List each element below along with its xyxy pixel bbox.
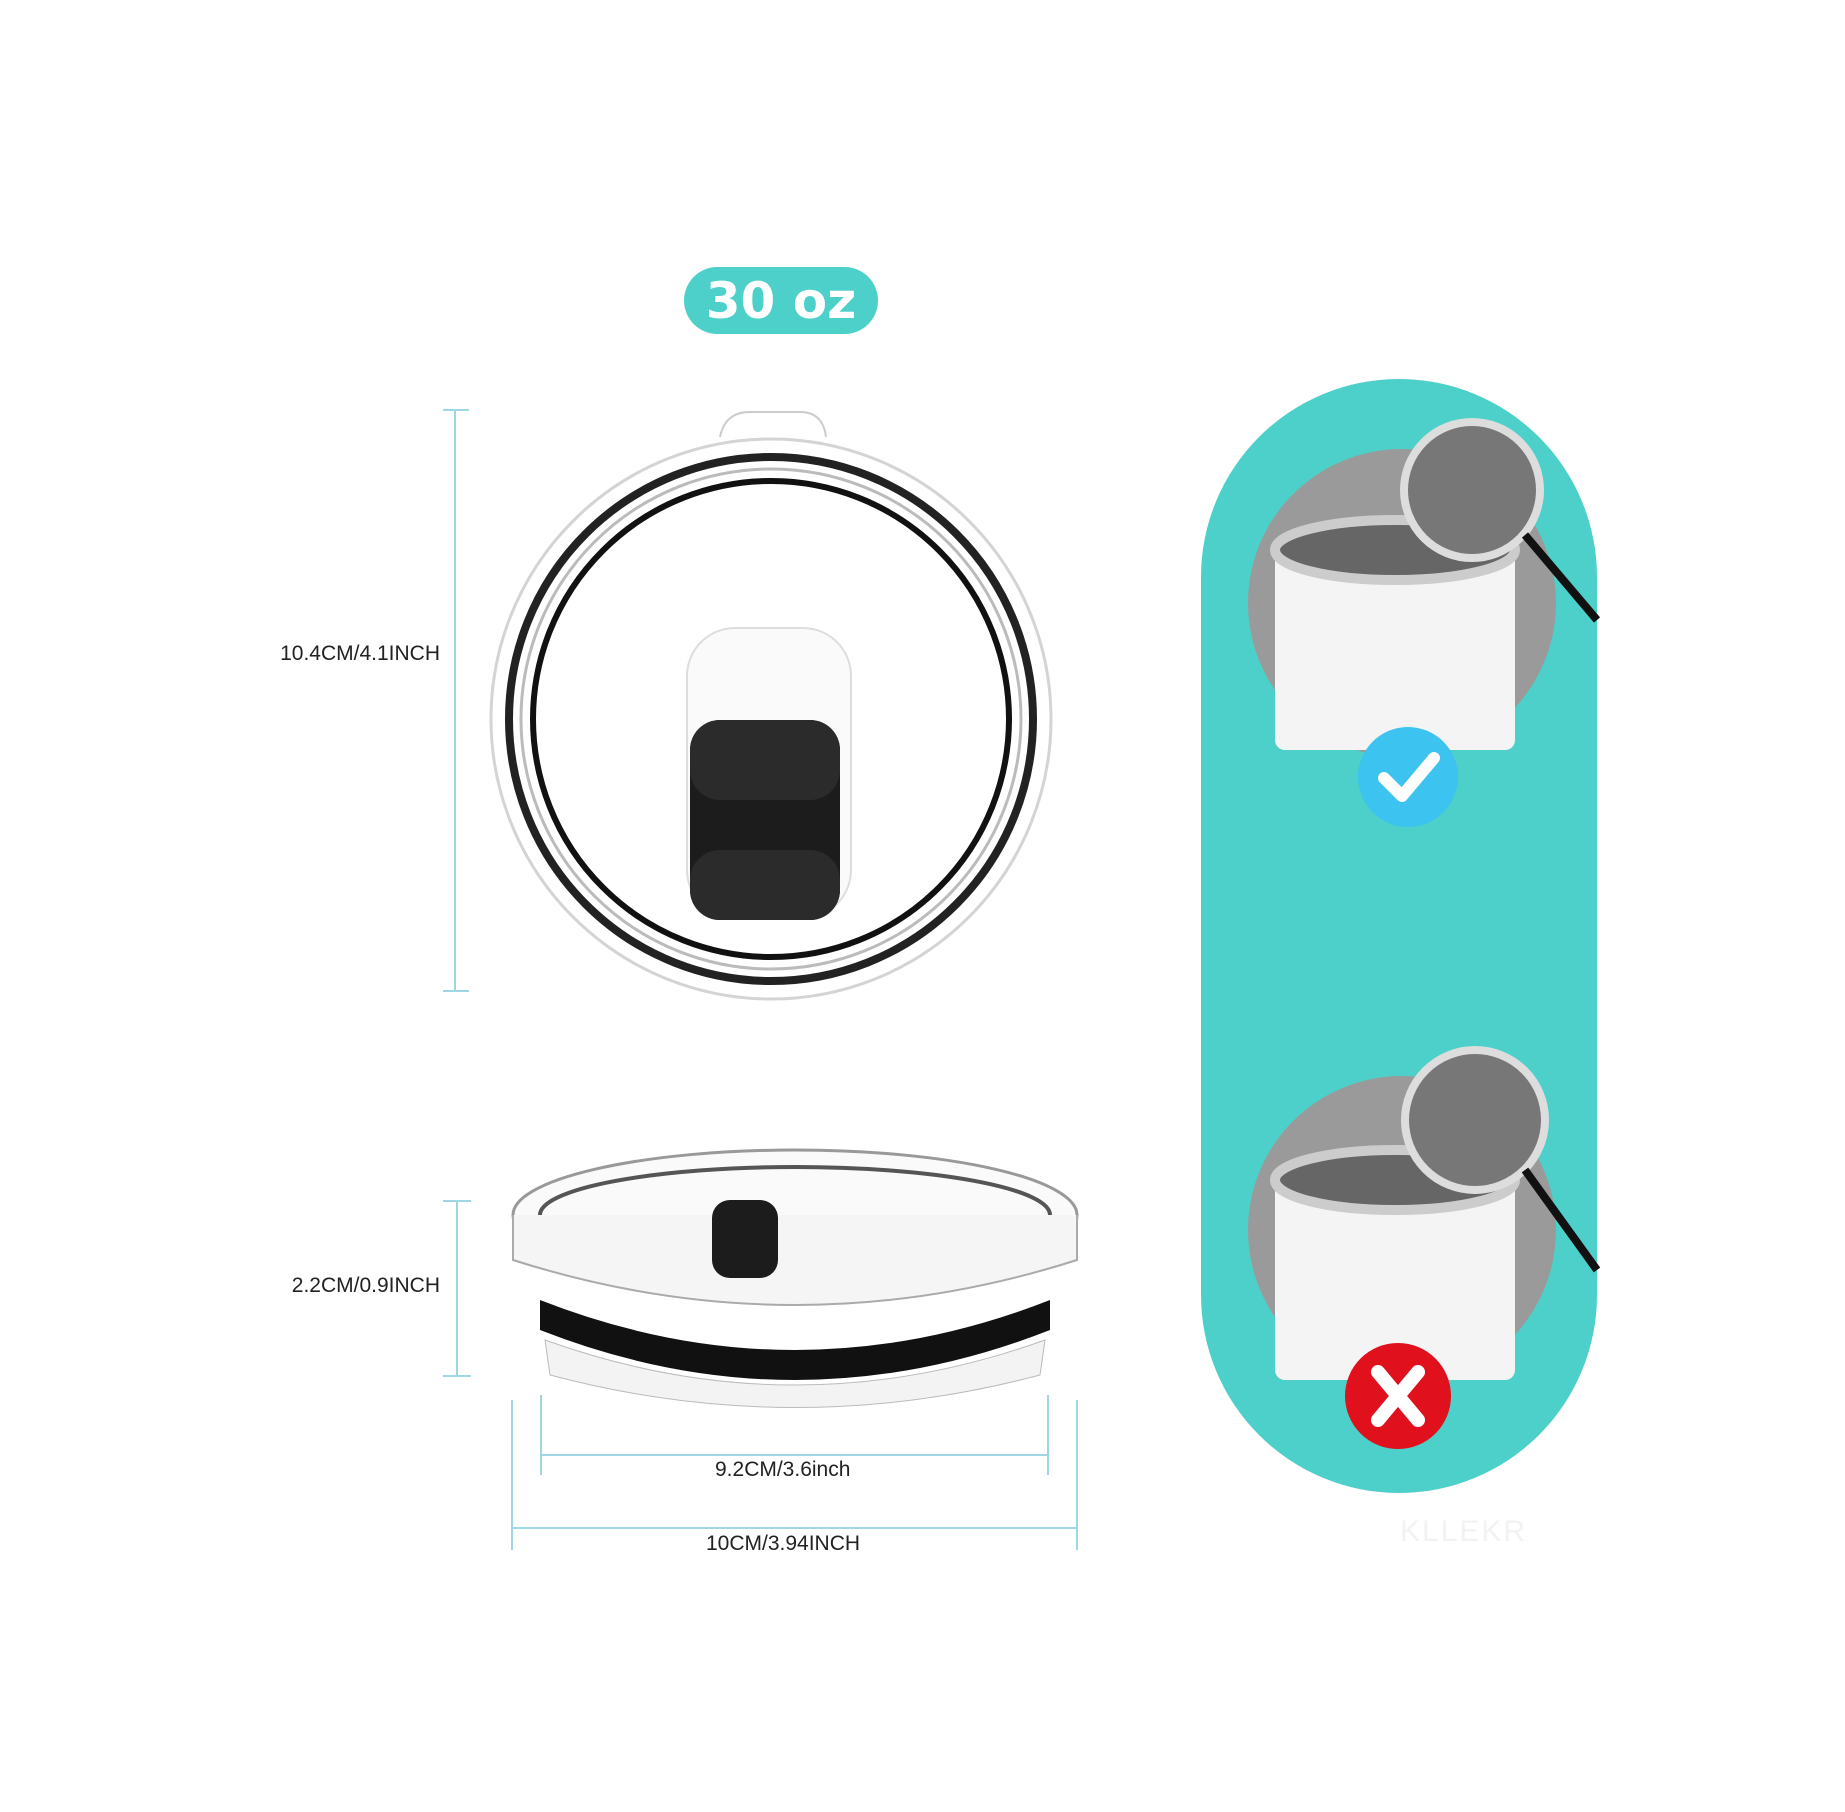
lid-top-view: [489, 411, 1053, 1001]
side-height-label: 2.2CM/0.9INCH: [291, 1274, 440, 1297]
checkmark-icon: [1358, 727, 1458, 827]
outer-width-label: 10CM/3.94INCH: [706, 1532, 861, 1555]
lid-side-view: [511, 1148, 1079, 1408]
watermark: KLLEKR: [1400, 1515, 1528, 1548]
dimension-lines: [443, 409, 1078, 1550]
correct-fit-image: [1248, 418, 1601, 757]
size-badge: 30 oz: [684, 267, 878, 334]
inner-width-label: 9.2CM/3.6inch: [715, 1458, 851, 1481]
wrong-fit-image: [1248, 1046, 1601, 1384]
top-height-label: 10.4CM/4.1INCH: [280, 642, 440, 665]
fit-comparison-panel: [1201, 379, 1601, 1493]
